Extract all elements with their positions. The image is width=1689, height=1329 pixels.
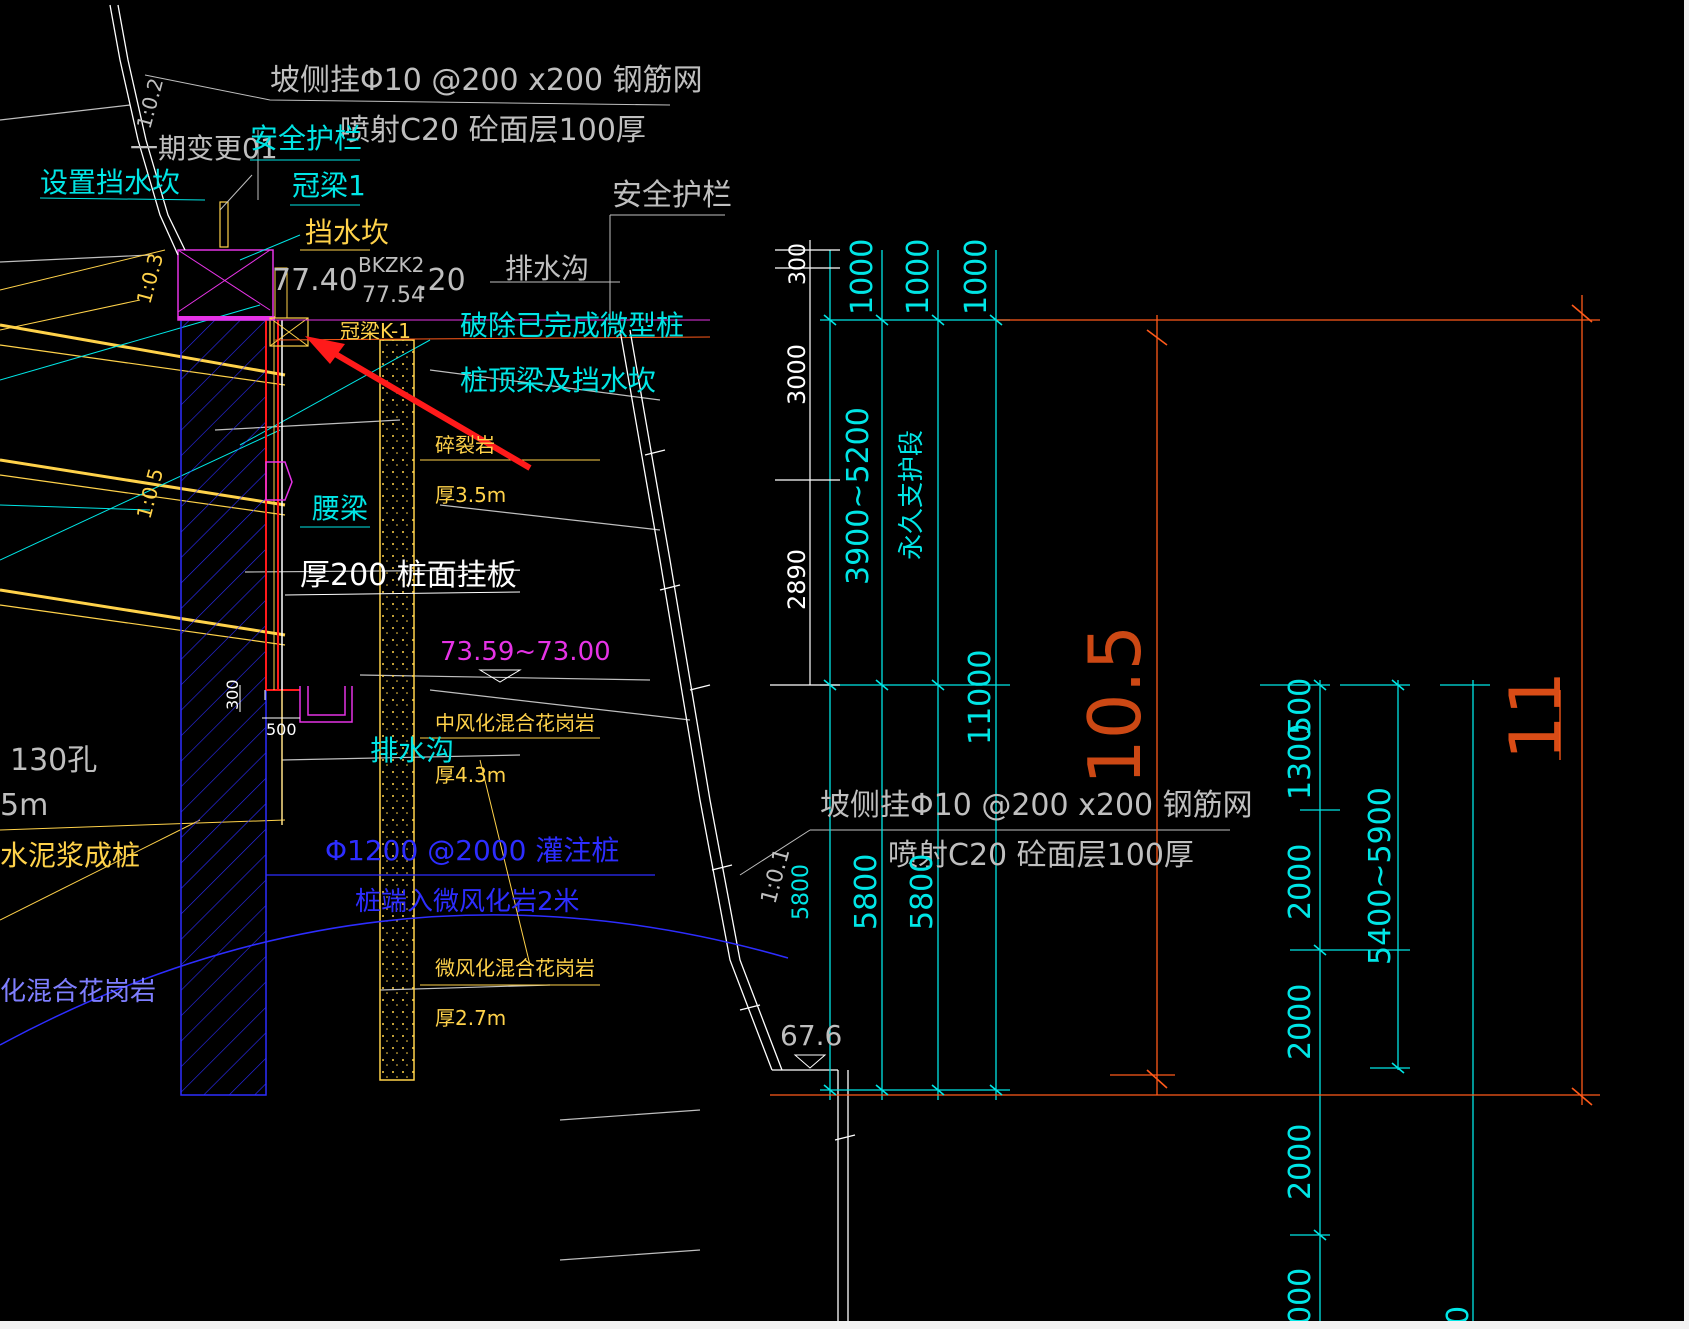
label-dim-5800c: 5800 [905,854,940,930]
label-weathered-mid: 中风化混合花岗岩 [435,711,595,735]
label-dim-3000: 3000 [783,344,811,405]
labels: 坡侧挂Φ10 @200 x200 钢筋网 喷射C20 砼面层100厚 一期变更0… [0,63,1577,1325]
label-pile-end: 桩端入微风化岩2米 [355,887,580,917]
label-big-11: 11 [1495,671,1577,760]
label-dim-2000b: 2000 [1283,984,1318,1060]
dim-ticks [1146,304,1593,1106]
frame-right-edge [1684,0,1689,1329]
upper-slope [109,4,186,256]
lower-slope [619,329,849,1329]
label-dim-500b: 500 [1283,678,1318,735]
label-waist-beam: 腰梁 [312,492,368,525]
label-thick-43: 厚4.3m [435,763,506,787]
frame-bottom-edge [0,1321,1689,1329]
label-crown-beam-1: 冠梁1 [292,169,366,202]
label-dim-range-a: 3900~5200 [841,407,876,585]
label-cement-pile: 水泥浆成桩 [0,839,140,872]
label-dim-1000a: 1000 [845,239,880,315]
slope-ticks [644,449,856,1141]
dim-lines-white [770,240,840,686]
label-permanent: 永久支护段 [897,430,927,560]
label-mesh-mid: 坡侧挂Φ10 @200 x200 钢筋网 [820,788,1253,823]
dim-lines-orange [770,295,1600,1105]
label-elev-range: 73.59~73.00 [440,637,611,667]
label-dim-11000: 11000 [963,650,998,745]
label-thick-35: 厚3.5m [435,483,506,507]
label-big-105: 10.5 [1073,625,1157,785]
label-dim-5800a: 5800 [789,864,814,920]
label-shotcrete-mid: 喷射C20 砼面层100厚 [888,838,1194,873]
label-dim-2890: 2890 [783,549,811,610]
label-elev-right: .20 [418,263,466,298]
leader-lines [144,74,1230,876]
label-holes: 130孔 [10,743,97,778]
label-elev-left: 77.40 [272,263,358,298]
label-dim-000: 000 [1283,1268,1318,1325]
label-safety-rail-a: 安全护栏 [250,122,362,155]
label-dim-2000c: 2000 [1283,1124,1318,1200]
label-elev-mid: 77.54 [362,283,425,308]
label-fractured-rock: 碎裂岩 [435,433,495,457]
label-water-barrier: 挡水坎 [305,216,389,249]
waist-beam-shape [265,461,293,501]
red-arrow [305,336,532,471]
micro-pile [379,339,415,1081]
label-remove-piles: 破除已完成微型桩 [460,309,684,342]
label-weathered-left: 化混合花岗岩 [0,977,156,1007]
label-dim-1000b: 1000 [901,239,936,315]
label-hang-board: 厚200 桩面挂板 [300,558,517,593]
label-dim-300a: 300 [223,679,242,710]
label-dim-5800b: 5800 [849,854,884,930]
label-water-barrier-set: 设置挡水坎 [40,166,180,199]
label-big-0: 0 [1441,1306,1476,1325]
label-crown-beam-k1: 冠梁K-1 [340,319,411,343]
label-dim-300b: 300 [786,243,811,285]
rock-boundary-curve [0,914,789,1046]
label-pile-spec: Φ1200 @2000 灌注桩 [325,834,619,867]
label-dim-500a: 500 [266,720,297,739]
label-elev-bottom: 67.6 [780,1019,842,1052]
label-drain-bottom: 排水沟 [370,734,454,767]
label-shotcrete-top: 喷射C20 砼面层100厚 [340,113,646,148]
label-remove-piles-2: 桩顶梁及挡水坎 [460,364,656,397]
label-drain-top: 排水沟 [505,252,589,285]
label-slope-a: 1:0.2 [132,76,168,132]
label-thick-27: 厚2.7m [435,1006,506,1030]
label-safety-rail-b: 安全护栏 [612,178,732,213]
label-slope-c: 1:0.5 [132,466,168,522]
label-slope-b: 1:0.3 [132,251,168,307]
label-pile-code: BKZK2 [358,253,424,277]
facing-panel [265,320,300,691]
label-weathered-slight: 微风化混合花岗岩 [435,956,595,980]
label-dim-1300: 1300 [1283,724,1318,800]
dim-lines-cyan [820,250,1490,1329]
label-phase-change: 一期变更01 [130,132,278,165]
crown-beam [177,201,309,347]
label-mesh-top: 坡侧挂Φ10 @200 x200 钢筋网 [270,63,703,98]
label-dim-range-b: 5400~5900 [1363,787,1398,965]
bored-pile [180,319,267,1096]
label-dim-1000c: 1000 [959,239,994,315]
drain-ditch [299,686,353,723]
label-dim-2000a: 2000 [1283,844,1318,920]
label-depth-m: 5m [0,788,48,823]
